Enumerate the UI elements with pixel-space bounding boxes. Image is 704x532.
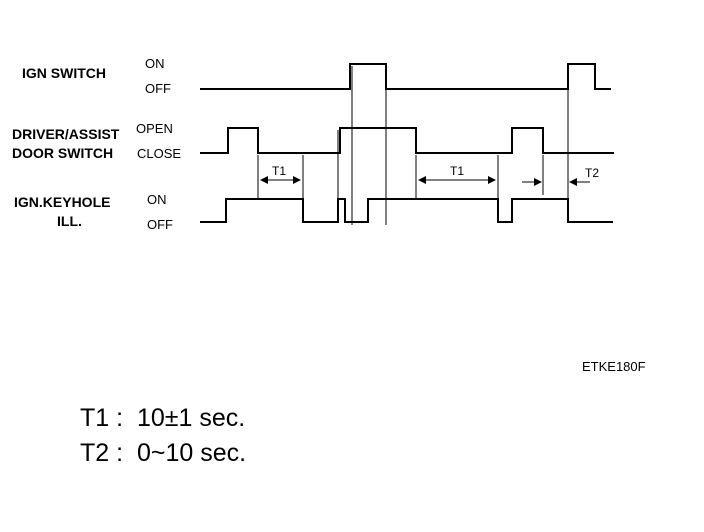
t1-interval-label: T1: [272, 164, 286, 178]
t2-note: T2 : 0~10 sec.: [80, 439, 247, 467]
ign-off-label: OFF: [145, 81, 171, 96]
keyhole-on-label: ON: [147, 192, 167, 207]
door-open-label: OPEN: [136, 121, 173, 136]
keyhole-ill-label: IGN.KEYHOLE: [14, 194, 110, 210]
ign-switch-waveform: [200, 63, 611, 90]
door-switch-label: DRIVER/ASSIST: [12, 126, 120, 142]
door-close-label: CLOSE: [137, 146, 181, 161]
door-switch-label-line2: DOOR SWITCH: [12, 145, 113, 161]
t1-interval-label-2: T1: [450, 164, 464, 178]
keyhole-ill-label-line2: ILL.: [57, 213, 82, 229]
ign-on-label: ON: [145, 56, 165, 71]
t2-interval-label: T2: [585, 166, 599, 180]
door-switch-waveform: [200, 127, 614, 154]
t1-note: T1 : 10±1 sec.: [80, 404, 246, 432]
keyhole-off-label: OFF: [147, 217, 173, 232]
keyhole-ill-waveform: [200, 198, 613, 223]
figure-code: ETKE180F: [582, 359, 646, 374]
ign-switch-label: IGN SWITCH: [22, 65, 106, 81]
